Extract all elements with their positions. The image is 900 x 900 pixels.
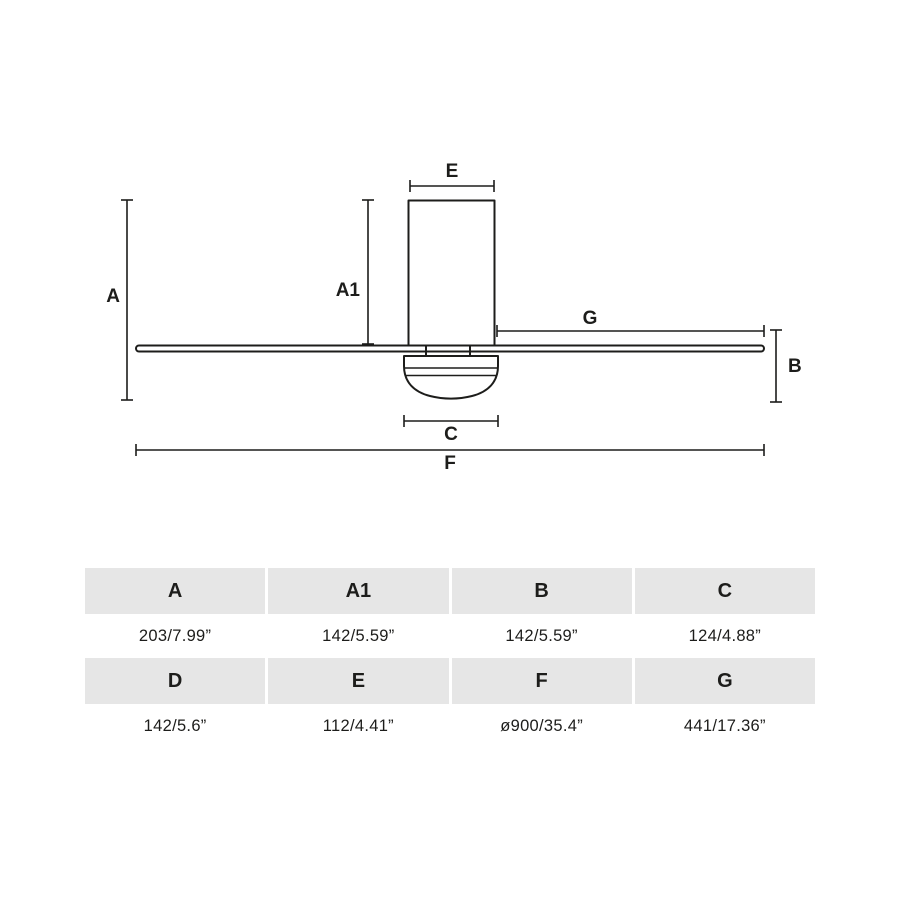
dimension-f [135, 444, 765, 456]
table-header-cell: G [634, 658, 815, 704]
dimension-label-g: G [583, 308, 598, 329]
table-header-cell: C [634, 568, 815, 614]
dimension-b [770, 329, 782, 403]
dimension-e [409, 180, 495, 192]
table-header-cell: B [451, 568, 632, 614]
dimension-c [403, 415, 499, 427]
table-value-cell: 142/5.6” [85, 704, 266, 748]
table-value-cell: 112/4.41” [268, 704, 449, 748]
table-value-cell: 124/4.88” [634, 614, 815, 658]
fan-bottom-cover [403, 355, 499, 400]
dimension-label-f: F [444, 453, 456, 474]
table-header-cell: D [85, 658, 266, 704]
fan-motor-body [407, 199, 496, 347]
dimension-label-a1: A1 [336, 280, 361, 301]
fan-dimension-svg: E A A1 G B C F [106, 161, 802, 474]
dimension-label-e: E [446, 161, 459, 182]
dimension-label-c: C [444, 424, 458, 445]
table-value-cell: 142/5.59” [268, 614, 449, 658]
dimensions-table: A A1 B C 203/7.99” 142/5.59” 142/5.59” 1… [85, 568, 815, 748]
fan-dimension-diagram: E A A1 G B C F [106, 161, 802, 474]
dimension-a [121, 199, 133, 401]
table-value-cell: 203/7.99” [85, 614, 266, 658]
table-value-cell: 142/5.59” [451, 614, 632, 658]
dimension-label-a: A [106, 286, 120, 307]
table-value-cell: 441/17.36” [634, 704, 815, 748]
dimension-g [496, 325, 765, 337]
table-header-cell: F [451, 658, 632, 704]
table-header-cell: A1 [268, 568, 449, 614]
dimension-a1 [362, 199, 374, 345]
table-value-cell: ø900/35.4” [451, 704, 632, 748]
dimension-label-b: B [788, 356, 802, 377]
table-header-cell: E [268, 658, 449, 704]
table-header-cell: A [85, 568, 266, 614]
